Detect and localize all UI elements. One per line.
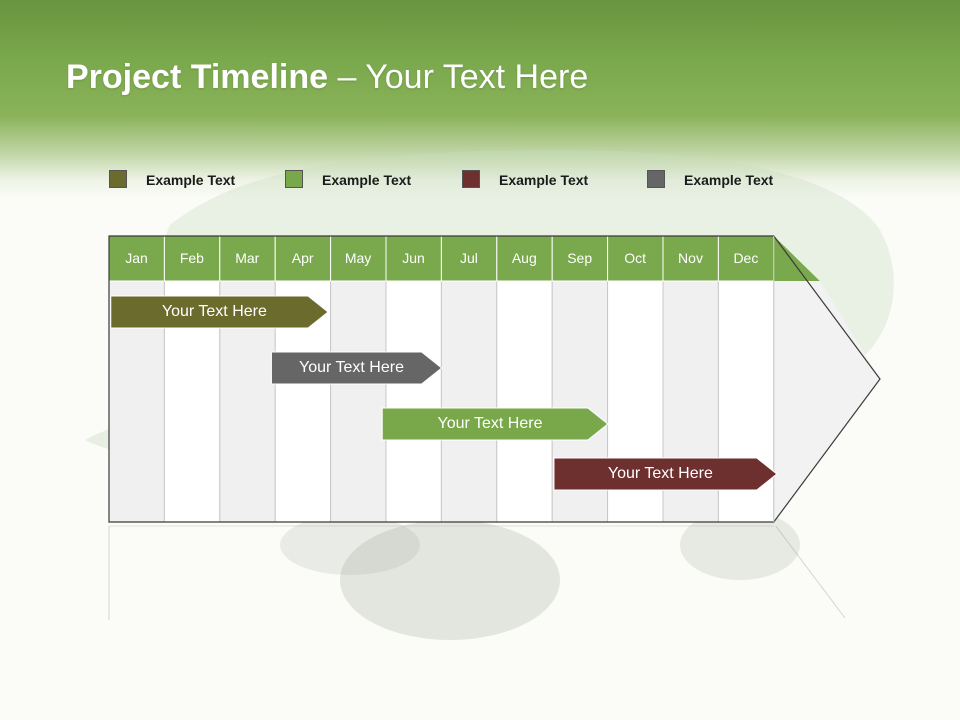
timeline-frame [108, 235, 881, 523]
task-label: Your Text Here [161, 303, 267, 320]
task-bars [110, 295, 778, 491]
month-label: Jan [125, 250, 148, 266]
month-header-cell [330, 235, 387, 282]
task-label: Your Text Here [437, 415, 543, 432]
month-label: Oct [624, 250, 646, 266]
legend-label: Example Text [684, 172, 774, 188]
month-header-cell [163, 235, 221, 282]
task-bar [110, 295, 329, 329]
task-bar [270, 351, 443, 385]
month-header-cell [274, 235, 332, 282]
month-label: Sep [567, 250, 593, 266]
month-label: Feb [179, 250, 204, 266]
month-header-cell [496, 235, 553, 282]
month-column [330, 280, 387, 523]
task-bar [381, 407, 609, 441]
month-header-cell [551, 235, 609, 282]
month-header-cell [385, 235, 442, 282]
month-column [496, 280, 553, 523]
title-bold: Project Timeline [66, 58, 329, 96]
legend-label: Example Text [146, 172, 236, 188]
header-band [0, 0, 960, 200]
title-rest: – Your Text Here [328, 58, 589, 96]
page-title: Project Timeline – Your Text Here [66, 58, 588, 97]
task-label: Your Text Here [607, 465, 713, 482]
legend-label: Example Text [499, 172, 589, 188]
legend-label: Example Text [322, 172, 412, 188]
month-label: Mar [235, 250, 260, 266]
timeline-arrow-outline [108, 235, 881, 523]
month-label: Jun [402, 250, 425, 266]
legend-swatch [109, 170, 127, 188]
month-label: Apr [291, 250, 314, 266]
month-label: May [344, 250, 372, 266]
month-label: Dec [733, 250, 759, 266]
reflection-line [775, 525, 846, 619]
timeline-reflection [108, 525, 846, 620]
arrow-head-header [773, 236, 820, 281]
task-label: Your Text Here [299, 359, 404, 376]
month-column [440, 280, 498, 523]
month-label: Nov [678, 250, 703, 266]
month-label: Jul [459, 250, 478, 266]
arrow-head-body [773, 281, 880, 522]
month-label: Aug [511, 250, 537, 266]
task-bar [553, 457, 778, 491]
legend-swatch [285, 170, 303, 188]
legend-swatch [647, 170, 665, 188]
month-column [385, 280, 442, 523]
month-header-cell [607, 235, 664, 282]
legend-swatch [462, 170, 480, 188]
month-header-cell [717, 235, 775, 282]
